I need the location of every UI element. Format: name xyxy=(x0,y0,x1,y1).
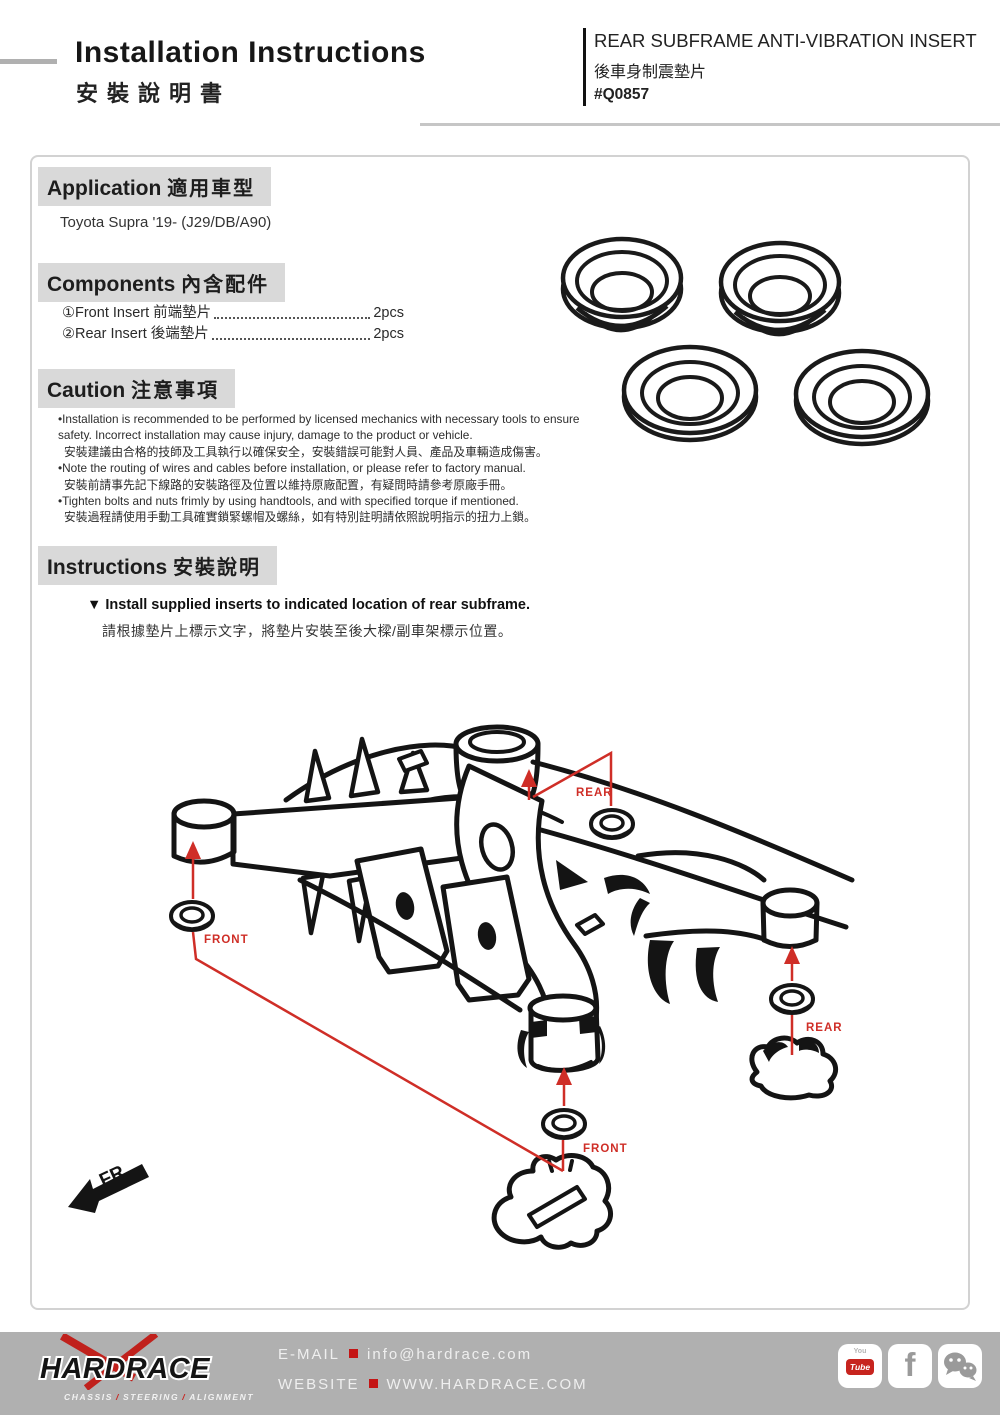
youtube-you-text: You xyxy=(853,1348,867,1355)
application-vehicle: Toyota Supra '19- (J29/DB/A90) xyxy=(60,214,272,231)
component-qty: 2pcs xyxy=(373,326,404,342)
front-insert-drawing xyxy=(721,243,839,335)
caution-bullet-en: •Installation is recommended to be perfo… xyxy=(58,412,580,443)
wechat-bubbles xyxy=(944,1352,977,1381)
header-rule xyxy=(420,123,1000,126)
components-heading-zh: 內含配件 xyxy=(181,274,270,296)
component-index: ① xyxy=(62,305,75,321)
diagram-annotations xyxy=(185,750,800,1173)
front-insert-drawing xyxy=(563,239,681,331)
product-inserts-illustration xyxy=(563,239,928,444)
facebook-icon: f xyxy=(888,1344,932,1388)
red-square-bullet xyxy=(349,1349,359,1358)
section-heading-components: Components 內含配件 xyxy=(38,263,286,302)
brand-wordmark: HARDRACE xyxy=(40,1353,211,1385)
email-label: E-MAIL xyxy=(278,1346,341,1363)
arrow-up-rear-top xyxy=(521,769,537,787)
application-heading-zh: 適用車型 xyxy=(167,178,256,200)
subframe-illustration xyxy=(171,724,855,1250)
front-direction-indicator: FR. xyxy=(68,1160,149,1213)
caution-bullet-zh: 安裝前請事先記下線路的安裝路徑及位置以維持原廠配置，有疑問時請參考原廠手冊。 xyxy=(64,477,513,492)
caution-heading-en: Caution xyxy=(47,379,126,402)
logo-x-stroke xyxy=(59,1334,137,1382)
page-title: Installation Instructions xyxy=(75,36,426,69)
youtube-icon: You Tube xyxy=(838,1344,882,1388)
caution-bullet-en: •Note the routing of wires and cables be… xyxy=(58,461,526,476)
caution-heading-zh: 注意事項 xyxy=(131,380,219,402)
footer-bar xyxy=(0,1332,1000,1415)
section-heading-application: Application 適用車型 xyxy=(38,167,272,206)
instructions-heading-zh: 安裝說明 xyxy=(173,557,262,579)
rear-insert-drawing xyxy=(796,351,928,444)
section-heading-caution: Caution 注意事項 xyxy=(38,369,235,408)
instructions-heading-en: Instructions xyxy=(47,556,168,579)
component-name: Rear Insert 後端墊片 xyxy=(75,326,209,342)
logo-x-stroke xyxy=(83,1334,159,1390)
hardrace-logo: HARDRACE xyxy=(38,1334,213,1390)
rear-insert-drawing xyxy=(624,347,756,440)
youtube-tube-badge: Tube xyxy=(846,1359,874,1375)
product-name: REAR SUBFRAME ANTI-VIBRATION INSERT xyxy=(594,30,977,51)
footer-website-line: WEBSITE WWW.HARDRACE.COM xyxy=(278,1376,588,1393)
brand-tagline: CHASSIS/STEERING/ALIGNMENT xyxy=(64,1392,254,1402)
components-heading-en: Components xyxy=(47,273,176,296)
section-heading-instructions: Instructions 安裝說明 xyxy=(38,546,278,585)
label-front-left: FRONT xyxy=(204,934,249,946)
product-name-chinese: 後車身制震墊片 xyxy=(594,64,707,81)
footer-email-line: E-MAIL info@hardrace.com xyxy=(278,1346,532,1363)
website-label: WEBSITE xyxy=(278,1376,360,1393)
caution-bullet-zh: 安裝建議由合格的技師及工具執行以確保安全，安裝錯誤可能對人員、產品及車輛造成傷害… xyxy=(64,444,548,459)
wechat-icon xyxy=(938,1344,982,1388)
facebook-f-glyph: f xyxy=(904,1346,916,1383)
header-divider-bar xyxy=(583,28,586,106)
email-value: info@hardrace.com xyxy=(367,1346,533,1363)
arrow-up-front-bottom xyxy=(556,1067,572,1085)
arrow-up-rear-right xyxy=(784,946,800,964)
caution-bullet-zh: 安裝過程請使用手動工具確實鎖緊螺帽及螺絲，如有特別註明請依照說明指示的扭力上鎖。 xyxy=(64,510,536,525)
tagline-slash: / xyxy=(116,1392,120,1402)
insert-ring-rear-right xyxy=(769,983,815,1015)
arrow-up-front-left xyxy=(185,841,201,859)
instruction-step-en: ▼ Install supplied inserts to indicated … xyxy=(87,597,530,613)
tagline-word: STEERING xyxy=(122,1392,180,1402)
header-left-dash xyxy=(0,59,57,64)
label-rear-top: REAR xyxy=(576,787,613,799)
website-value: WWW.HARDRACE.COM xyxy=(386,1376,588,1393)
caution-bullet-en: •Tighten bolts and nuts frimly by using … xyxy=(58,494,519,509)
diagram-labels: REAR FRONT FRONT REAR xyxy=(204,787,843,1155)
dotted-leader xyxy=(214,317,371,319)
component-name: Front Insert 前端墊片 xyxy=(75,305,212,321)
fr-arrow-icon xyxy=(68,1164,149,1213)
tagline-word: ALIGNMENT xyxy=(189,1392,255,1402)
application-heading-en: Application xyxy=(47,177,162,200)
component-qty: 2pcs xyxy=(373,305,404,321)
page-title-chinese: 安裝說明書 xyxy=(76,81,232,106)
instruction-step-zh: 請根據墊片上標示文字，將墊片安裝至後大樑/副車架標示位置。 xyxy=(102,623,513,639)
product-code: #Q0857 xyxy=(594,86,650,103)
component-index: ② xyxy=(62,326,75,342)
tagline-slash: / xyxy=(182,1392,187,1402)
caution-list: •Installation is recommended to be perfo… xyxy=(58,411,590,526)
content-frame: Application 適用車型 Toyota Supra '19- (J29/… xyxy=(30,155,970,1310)
red-square-bullet xyxy=(368,1379,378,1388)
tagline-word: CHASSIS xyxy=(64,1392,113,1402)
label-rear-right: REAR xyxy=(806,1022,843,1034)
label-front-bottom: FRONT xyxy=(583,1143,628,1155)
insert-ring-rear-top xyxy=(589,808,635,840)
insert-ring-front-bottom xyxy=(541,1108,587,1140)
dotted-leader xyxy=(211,338,371,340)
insert-ring-front-left xyxy=(169,900,215,932)
